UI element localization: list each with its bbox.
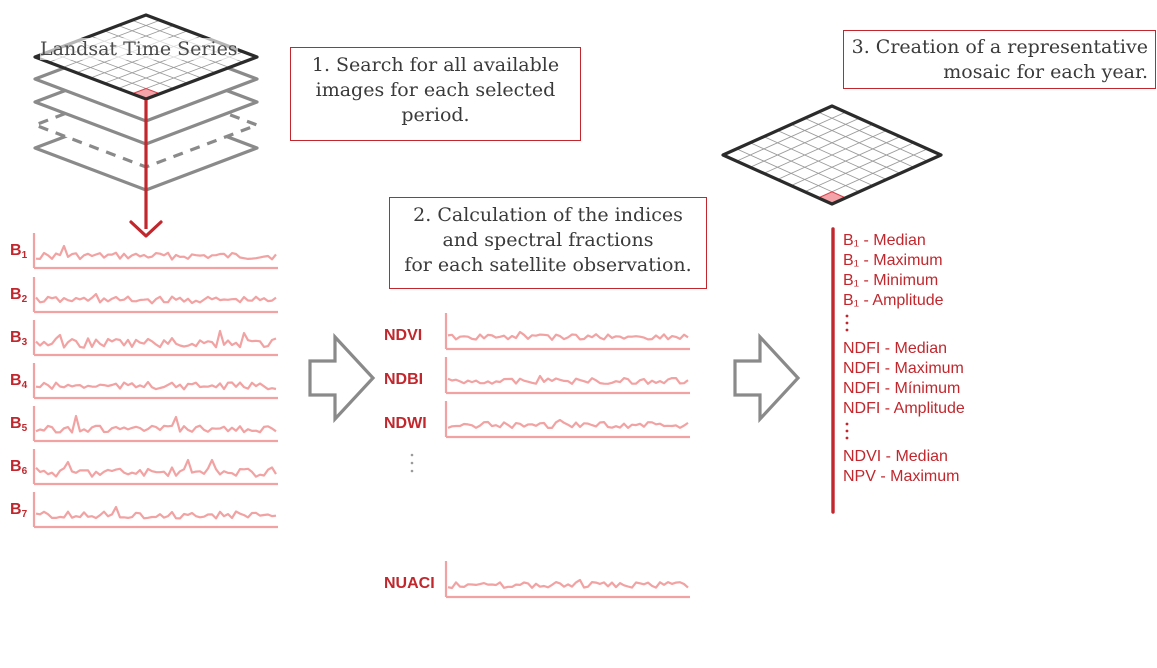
- index-label: NDWI: [384, 415, 427, 432]
- metric-item: NDFI - Median: [843, 340, 948, 357]
- ellipsis-dot: [410, 453, 414, 457]
- band-label: B7: [10, 501, 28, 520]
- metric-item: B₁ - Amplitude: [843, 292, 944, 309]
- ellipsis-vertical-icon: [845, 314, 849, 332]
- metric-item: NDFI - Maximum: [843, 360, 964, 377]
- index-label: NUACI: [384, 575, 435, 592]
- metric-ellipsis: [843, 419, 965, 447]
- metric-list: B₁ - Median B₁ - Maximum B₁ - Minimum B₁…: [843, 231, 965, 487]
- grid-line: [818, 148, 928, 199]
- grid-frame: [721, 104, 943, 206]
- index-label: NDVI: [384, 327, 422, 344]
- ellipsis-dot: [410, 469, 414, 473]
- step-search-line: images for each selected: [315, 79, 556, 101]
- band-series-line: [35, 244, 277, 261]
- index-label: NDBI: [384, 371, 423, 388]
- band-label: B1: [10, 242, 28, 261]
- metric-ellipsis: [843, 311, 965, 339]
- metric-item: NDFI - Amplitude: [843, 400, 965, 417]
- grid-line: [790, 136, 901, 187]
- band-label: B2: [10, 286, 28, 305]
- step-mosaic-line: mosaic for each year.: [943, 61, 1148, 83]
- grid-line: [818, 111, 928, 162]
- metric-item: B₁ - Maximum: [843, 252, 943, 269]
- step-search-line: 1. Search for all available: [311, 54, 560, 76]
- step-mosaic-box: 3. Creation of a representative mosaic f…: [843, 30, 1156, 89]
- band-label: B6: [10, 458, 28, 477]
- index-series-line: [447, 578, 689, 590]
- grid-line: [804, 142, 914, 193]
- grid-line: [790, 123, 901, 174]
- ellipsis-vertical-icon: [845, 422, 849, 440]
- metric-item: B₁ - Minimum: [843, 272, 939, 289]
- step-search-line: period.: [401, 104, 470, 126]
- mosaic-grid: [721, 104, 943, 206]
- flow-arrows: [308, 332, 801, 424]
- metric-item: NDVI - Median: [843, 448, 948, 465]
- right-arrow-icon: [733, 332, 801, 424]
- step-calculation-line: and spectral fractions: [442, 229, 654, 251]
- ellipsis-dot: [410, 461, 414, 465]
- metric-item: B₁ - Median: [843, 232, 926, 249]
- index-time-series-group: NDVI NDBI NDWI NUACI: [384, 313, 690, 599]
- band-series-line: [35, 414, 277, 434]
- band-series-line: [35, 380, 277, 391]
- index-series-line: [447, 418, 689, 429]
- band-label: B3: [10, 329, 28, 348]
- step-calculation-box: 2. Calculation of the indices and spectr…: [389, 197, 707, 289]
- index-series-line: [447, 330, 689, 341]
- band-series-line: [35, 329, 277, 349]
- band-series-line: [35, 458, 277, 478]
- grid-line: [777, 130, 887, 180]
- down-arrow-icon: [129, 100, 163, 238]
- step-calculation-line: 2. Calculation of the indices: [413, 204, 683, 226]
- right-arrow-icon: [308, 332, 376, 424]
- band-series-line: [35, 292, 277, 305]
- metric-item: NDFI - Mínimum: [843, 380, 961, 397]
- step-calculation-line: for each satellite observation.: [404, 254, 692, 276]
- index-series-line: [447, 374, 689, 385]
- metric-item: NPV - Maximum: [843, 468, 960, 485]
- stack-title: Landsat Time Series: [40, 38, 238, 60]
- step-mosaic-line: 3. Creation of a representative: [851, 36, 1148, 58]
- step-search-box: 1. Search for all available images for e…: [290, 47, 581, 141]
- band-series-line: [35, 505, 277, 520]
- grid-line: [804, 117, 914, 168]
- band-label: B4: [10, 372, 28, 391]
- arrow-head: [129, 220, 163, 238]
- band-label: B5: [10, 415, 28, 434]
